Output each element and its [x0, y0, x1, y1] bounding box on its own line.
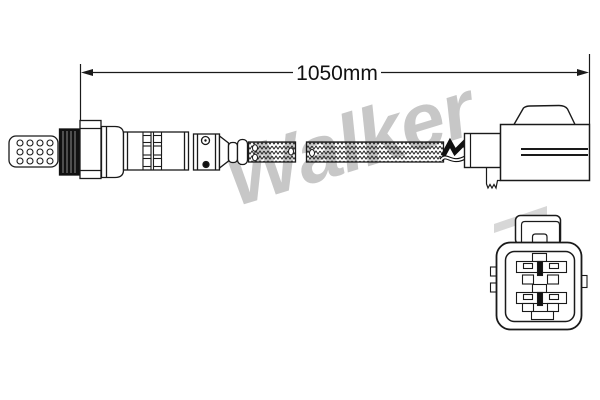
- sensor-body: [8, 119, 249, 180]
- connector-latch-hump: [513, 104, 576, 125]
- arrow-right-icon: [577, 69, 589, 76]
- pin-stem-1: [536, 260, 544, 277]
- braid-end-strands: [252, 144, 315, 162]
- braid-segment-1: [247, 141, 297, 163]
- bottom-key-slot: [530, 310, 555, 321]
- key-slot-1: [531, 252, 548, 263]
- arrow-left-icon: [81, 69, 93, 76]
- connector-housing: [499, 123, 591, 182]
- thread-ridges: [62, 131, 76, 173]
- key-slot-2: [531, 283, 548, 294]
- retainer-hole-bottom: [202, 160, 210, 169]
- strain-relief-bead-2: [236, 138, 249, 166]
- braided-cable: [247, 141, 445, 163]
- connector-front-view: [489, 214, 588, 331]
- connector-side-view: [463, 104, 591, 190]
- braid-segment-2: [305, 141, 445, 163]
- strain-relief-bead-1: [227, 141, 239, 164]
- latch-inner: [520, 220, 561, 244]
- pin-row-1: [515, 252, 568, 285]
- pin-cavity-1b: [546, 274, 560, 285]
- dimension-callout: [79, 54, 591, 124]
- connector-foot: [485, 167, 501, 190]
- pin-cavity-2a: [521, 302, 535, 313]
- sensor-tip-holes: [16, 139, 54, 165]
- pin-stem-2: [536, 291, 544, 307]
- crimp-marks: [142, 132, 163, 170]
- hex-nut: [79, 119, 102, 180]
- dimension-label: 1050mm: [296, 62, 378, 85]
- pin-cavity-1a: [521, 274, 535, 285]
- latch-notch: [531, 233, 548, 244]
- pin-cavity-2b: [546, 302, 560, 313]
- pin-row-2: [515, 283, 568, 313]
- shell: [100, 125, 125, 179]
